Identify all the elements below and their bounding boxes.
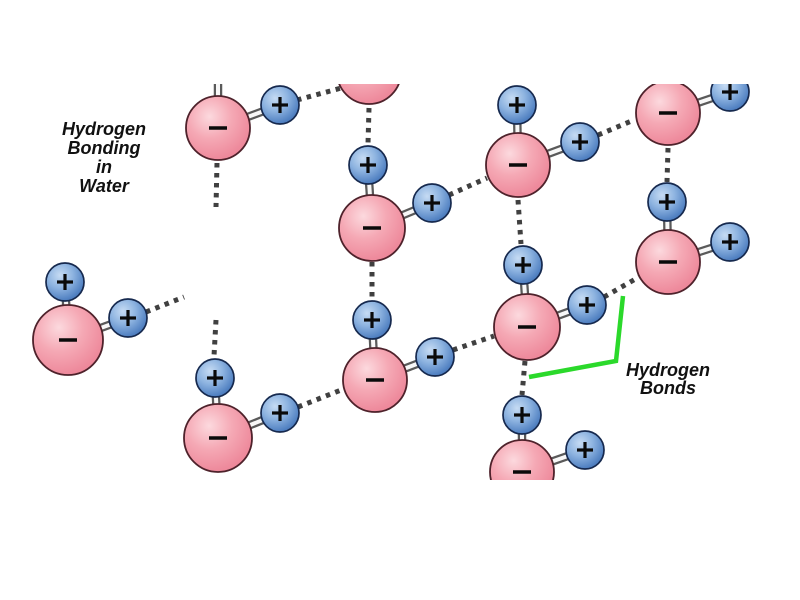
hydrogen-bond [211,319,219,357]
charge-signs-group [57,84,738,474]
hydrogen-bond [452,333,495,353]
hydrogen-bond [664,147,671,183]
hydrogen-bond [597,117,635,138]
hydrogen-bond [145,294,185,315]
covalent-bonds-group [60,84,732,477]
hydrogen-bond [296,84,346,103]
hydrogen-bonds-label: Hydrogen Bonds [625,360,710,398]
hydrogen-bond [365,107,372,145]
oxygen-atom [489,439,555,480]
hydrogen-bond [447,175,489,198]
atoms-group [32,84,750,480]
pointer-line [528,295,626,380]
diagram-title: Hydrogen Bonding in Water [61,119,146,196]
hydrogen-bond [519,360,528,396]
hydrogen-bond [297,387,342,410]
oxygen-atom [338,84,400,105]
hydrogen-bond [213,162,220,208]
hydrogen-bonds-group [145,84,671,410]
hydrogen-bond [602,274,641,300]
hydrogen-bond [515,199,524,245]
molecule-layer [32,84,750,480]
